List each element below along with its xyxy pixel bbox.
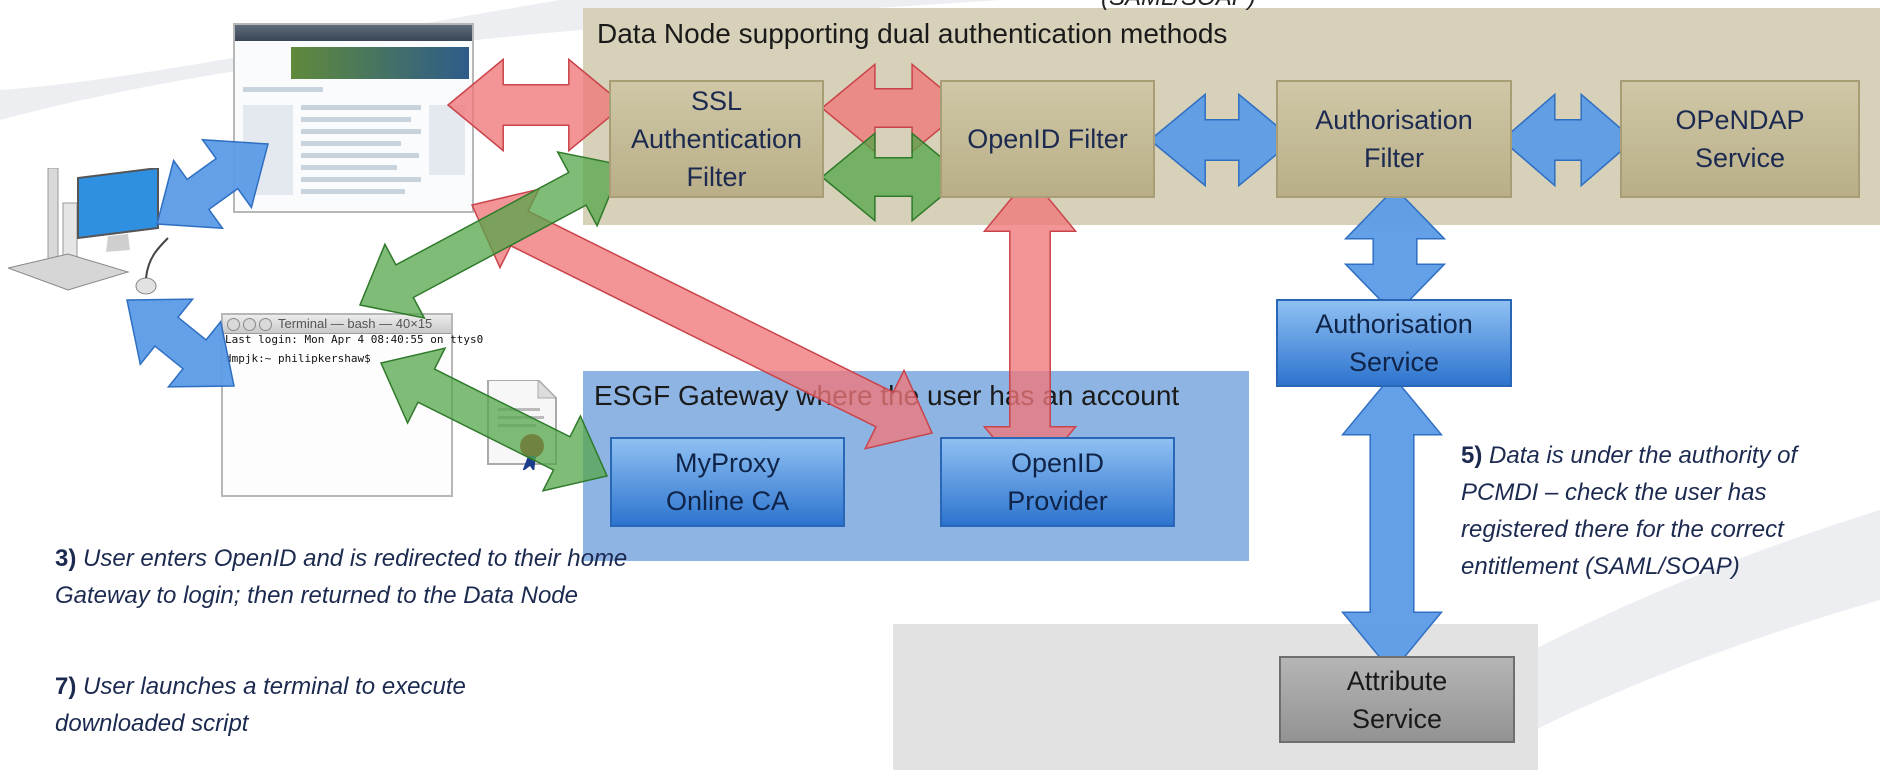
blue-arrow-openid-authz-filter bbox=[1148, 92, 1296, 188]
step-7-text: User launches a terminal to execute down… bbox=[55, 673, 466, 737]
terminal-titlebar: Terminal — bash — 40×15 bbox=[223, 315, 451, 334]
step-3-text: User enters OpenID and is redirected to … bbox=[55, 545, 628, 609]
browser-header-banner bbox=[291, 47, 469, 79]
terminal-title: Terminal — bash — 40×15 bbox=[278, 316, 433, 331]
minimize-icon bbox=[243, 318, 256, 331]
blue-arrow-computer-terminal bbox=[126, 298, 235, 388]
browser-titlebar bbox=[235, 25, 472, 41]
step-5-number: 5) bbox=[1461, 442, 1483, 469]
top-cut-caption: (SAML/SOAP) bbox=[1101, 0, 1256, 12]
data-node-title: Data Node supporting dual authentication… bbox=[597, 18, 1228, 49]
browser-screenshot bbox=[233, 23, 474, 213]
step-5-note: 5) Data is under the authority of PCMDI … bbox=[1461, 437, 1861, 585]
step-5-text: Data is under the authority of PCMDI – c… bbox=[1461, 442, 1798, 580]
step-7-note: 7) User launches a terminal to execute d… bbox=[55, 668, 515, 742]
step-3-number: 3) bbox=[55, 545, 77, 572]
terminal-login-line: Last login: Mon Apr 4 08:40:55 on ttys0 bbox=[225, 333, 484, 346]
red-arrow-browser-ssl bbox=[446, 57, 626, 153]
step-3-note: 3) User enters OpenID and is redirected … bbox=[55, 540, 695, 614]
computer-icon bbox=[8, 168, 169, 295]
blue-arrow-authz-filter-opendap bbox=[1500, 92, 1636, 188]
terminal-prompt-line: dmpjk:~ philipkershaw$ bbox=[225, 352, 371, 365]
zoom-icon bbox=[259, 318, 272, 331]
blue-arrow-authz-service-attribute bbox=[1341, 373, 1443, 674]
blue-arrow-computer-browser bbox=[156, 138, 269, 230]
close-icon bbox=[227, 318, 240, 331]
blue-arrow-authz-filter-service bbox=[1343, 186, 1447, 317]
green-arrow-terminal-myproxy bbox=[379, 347, 609, 492]
step-7-number: 7) bbox=[55, 673, 77, 700]
green-arrow-terminal-ssl bbox=[358, 150, 624, 320]
openid-filter-box: OpenID Filter bbox=[940, 80, 1155, 198]
